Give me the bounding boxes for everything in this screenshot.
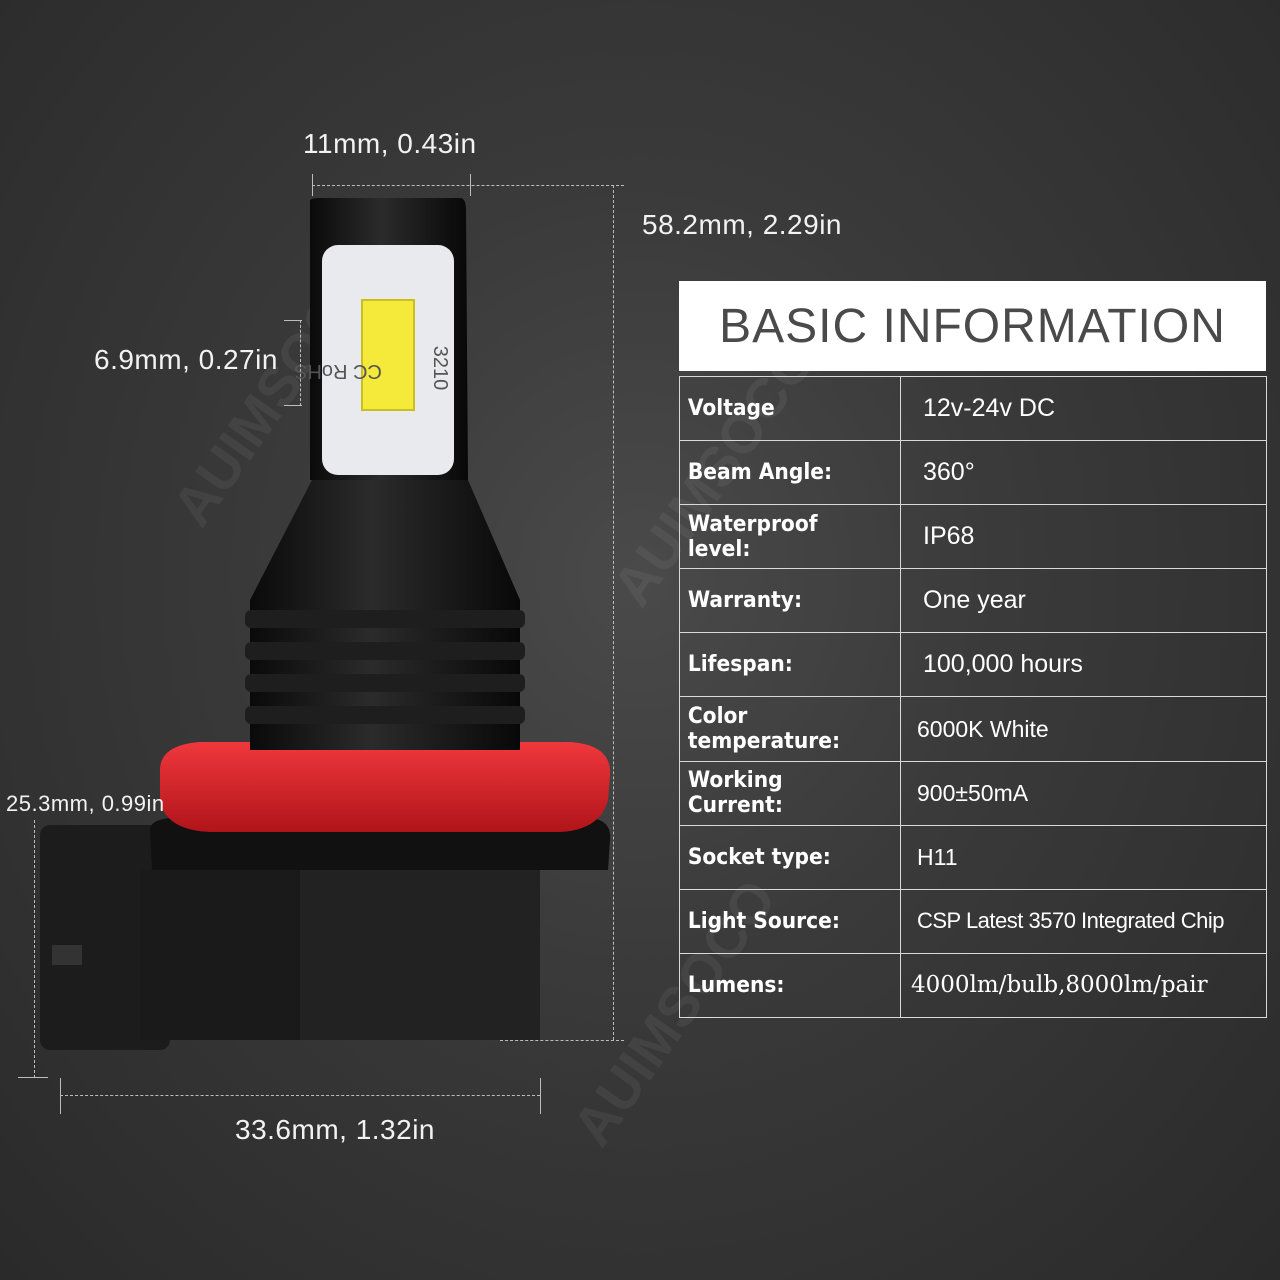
top-width-label: 11mm, 0.43in <box>303 128 477 159</box>
led-chip <box>361 299 415 411</box>
spec-value: 12v-24v DC <box>900 375 1267 442</box>
spec-label: Beam Angle: <box>679 440 884 506</box>
spec-value: 4000lm/bulb,8000lm/pair <box>900 952 1267 1019</box>
red-ring <box>160 742 611 832</box>
spec-value: 6000K White <box>900 696 1267 762</box>
spec-value: One year <box>900 568 1267 634</box>
table-row: Socket type:H11 <box>679 824 1267 890</box>
table-row: Lumens:4000lm/bulb,8000lm/pair <box>679 952 1267 1019</box>
chip-marks: CC RoHS <box>294 360 382 382</box>
table-row: Warranty:One year <box>679 568 1267 634</box>
table-row: Waterproof level:IP68 <box>679 504 1267 570</box>
spec-value: CSP Latest 3570 Integrated Chip <box>900 888 1267 954</box>
spec-label: Light Source: <box>679 888 884 954</box>
chip-size-label: 6.9mm, 0.27in <box>94 344 278 375</box>
info-title: BASIC INFORMATION <box>679 281 1266 371</box>
spec-label: Waterproof level: <box>679 504 884 570</box>
base-width-label: 33.6mm, 1.32in <box>235 1114 435 1145</box>
spec-label: Voltage <box>679 375 884 442</box>
spec-label: Working Current: <box>679 760 884 826</box>
table-row: Light Source:CSP Latest 3570 Integrated … <box>679 888 1267 954</box>
spec-label: Lifespan: <box>679 632 884 698</box>
spec-label: Lumens: <box>679 952 884 1019</box>
spec-value: H11 <box>900 824 1267 890</box>
spec-label: Socket type: <box>679 824 884 890</box>
spec-value: 360° <box>900 440 1267 506</box>
spec-value: IP68 <box>900 504 1267 570</box>
chip-model: 3210 <box>429 346 451 391</box>
table-row: Beam Angle:360° <box>679 440 1267 506</box>
spec-value: 100,000 hours <box>900 632 1267 698</box>
spec-label: Warranty: <box>679 568 884 634</box>
height-label: 58.2mm, 2.29in <box>642 209 842 240</box>
spec-value: 900±50mA <box>900 760 1267 826</box>
spec-label: Color temperature: <box>679 696 884 762</box>
led-bulb-illustration: CC RoHS 3210 <box>40 198 611 1050</box>
base-height-label: 25.3mm, 0.99in <box>6 791 165 816</box>
table-row: Working Current:900±50mA <box>679 760 1267 826</box>
table-row: Color temperature:6000K White <box>679 696 1267 762</box>
connector-plug <box>40 825 170 1050</box>
table-row: Lifespan:100,000 hours <box>679 632 1267 698</box>
